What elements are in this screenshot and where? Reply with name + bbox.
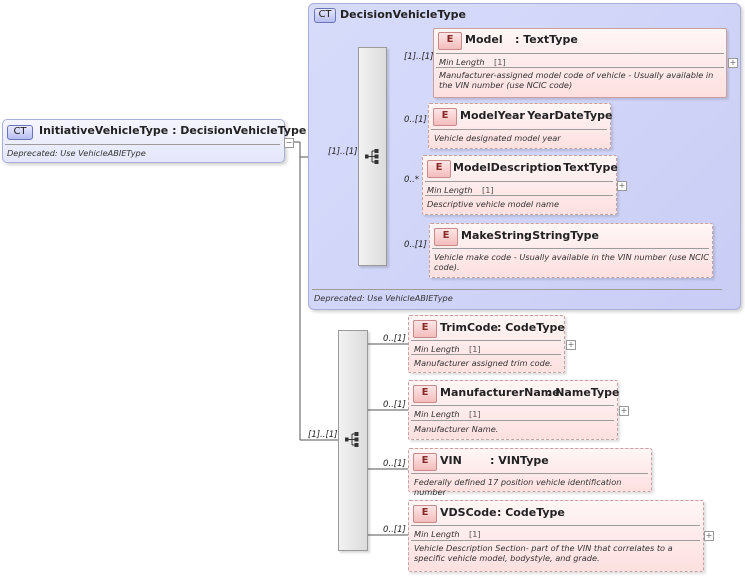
- plus-icon[interactable]: +: [704, 531, 714, 541]
- cardinality-label: [1]..[1]: [328, 147, 358, 157]
- facet-label: Min Length: [414, 529, 460, 539]
- element-vin[interactable]: [408, 448, 652, 492]
- plus-icon[interactable]: +: [617, 181, 627, 191]
- element-badge: E: [413, 453, 437, 471]
- element-model[interactable]: [433, 28, 727, 98]
- cardinality-label: 0..*: [404, 175, 420, 185]
- element-badge: E: [413, 320, 437, 338]
- element-type: : TextType: [555, 161, 618, 174]
- element-doc: Vehicle Description Section- part of the…: [414, 543, 673, 563]
- sequence-icon: [345, 432, 359, 447]
- element-name: ModelYear: [460, 109, 525, 122]
- complex-type-badge: CT: [314, 8, 336, 23]
- facet-label: Min Length: [427, 185, 473, 195]
- plus-icon[interactable]: +: [619, 406, 629, 416]
- facet-value: [1]: [482, 185, 494, 195]
- element-badge: E: [413, 385, 437, 403]
- element-vds-code[interactable]: [408, 500, 704, 572]
- element-doc: Vehicle make code - Usually available in…: [434, 252, 710, 272]
- element-badge: E: [427, 160, 451, 178]
- element-name: VDSCode: [440, 506, 497, 519]
- facet-label: Min Length: [439, 57, 485, 67]
- element-type: : StringType: [524, 229, 600, 242]
- element-name: ModelDescription: [453, 161, 562, 174]
- cardinality-label: 0..[1]: [404, 115, 427, 125]
- element-name: TrimCode: [440, 321, 498, 334]
- cardinality-label: [1]..[1]: [404, 52, 434, 62]
- plus-icon[interactable]: +: [566, 340, 576, 350]
- cardinality-label: 0..[1]: [383, 400, 406, 410]
- element-name: VIN: [440, 454, 462, 467]
- element-badge: E: [434, 228, 458, 246]
- element-doc: Manufacturer-assigned model code of vehi…: [439, 70, 714, 90]
- element-doc: Vehicle designated model year: [434, 133, 561, 143]
- element-badge: E: [438, 32, 462, 50]
- minus-icon[interactable]: −: [284, 138, 294, 148]
- cardinality-label: 0..[1]: [404, 240, 427, 250]
- facet-value: [1]: [494, 57, 506, 67]
- decision-vehicle-type-title: DecisionVehicleType: [340, 8, 467, 21]
- element-doc: Manufacturer assigned trim code.: [414, 358, 553, 368]
- cardinality-label: [1]..[1]: [308, 430, 338, 440]
- element-badge: E: [413, 505, 437, 523]
- root-type-title: InitiativeVehicleType : DecisionVehicleT…: [39, 124, 307, 137]
- element-name: ManufacturerName: [440, 386, 560, 399]
- cardinality-label: 0..[1]: [383, 334, 406, 344]
- element-doc: Manufacturer Name.: [414, 424, 499, 434]
- complex-type-badge: CT: [7, 125, 33, 140]
- element-name: MakeString: [461, 229, 532, 242]
- sequence-icon: [365, 149, 379, 164]
- cardinality-label: 0..[1]: [383, 525, 406, 535]
- facet-label: Min Length: [414, 409, 460, 419]
- element-badge: E: [433, 108, 457, 126]
- facet-value: [1]: [469, 529, 481, 539]
- initiative-vehicle-type-box[interactable]: [2, 119, 285, 163]
- element-manufacturer-name[interactable]: [408, 380, 618, 440]
- cardinality-label: 0..[1]: [383, 459, 406, 469]
- element-type: : NameType: [547, 386, 620, 399]
- element-doc: Descriptive vehicle model name: [427, 199, 559, 209]
- element-type: : TextType: [515, 33, 578, 46]
- element-type: : CodeType: [497, 321, 565, 334]
- facet-value: [1]: [469, 344, 481, 354]
- element-type: : VINType: [490, 454, 549, 467]
- element-model-year[interactable]: [428, 103, 611, 149]
- decision-vehicle-type-doc: Deprecated: Use VehicleABIEType: [314, 293, 453, 303]
- element-type: : CodeType: [497, 506, 565, 519]
- plus-icon[interactable]: +: [728, 58, 738, 68]
- facet-label: Min Length: [414, 344, 460, 354]
- extension-sequence-compositor[interactable]: [338, 330, 368, 551]
- element-type: : YearDateType: [519, 109, 613, 122]
- element-make-string[interactable]: [429, 223, 713, 278]
- element-name: Model: [465, 33, 503, 46]
- element-doc: Federally defined 17 position vehicle id…: [414, 477, 622, 497]
- element-model-description[interactable]: [422, 155, 617, 215]
- root-type-doc: Deprecated: Use VehicleABIEType: [7, 148, 146, 158]
- facet-value: [1]: [469, 409, 481, 419]
